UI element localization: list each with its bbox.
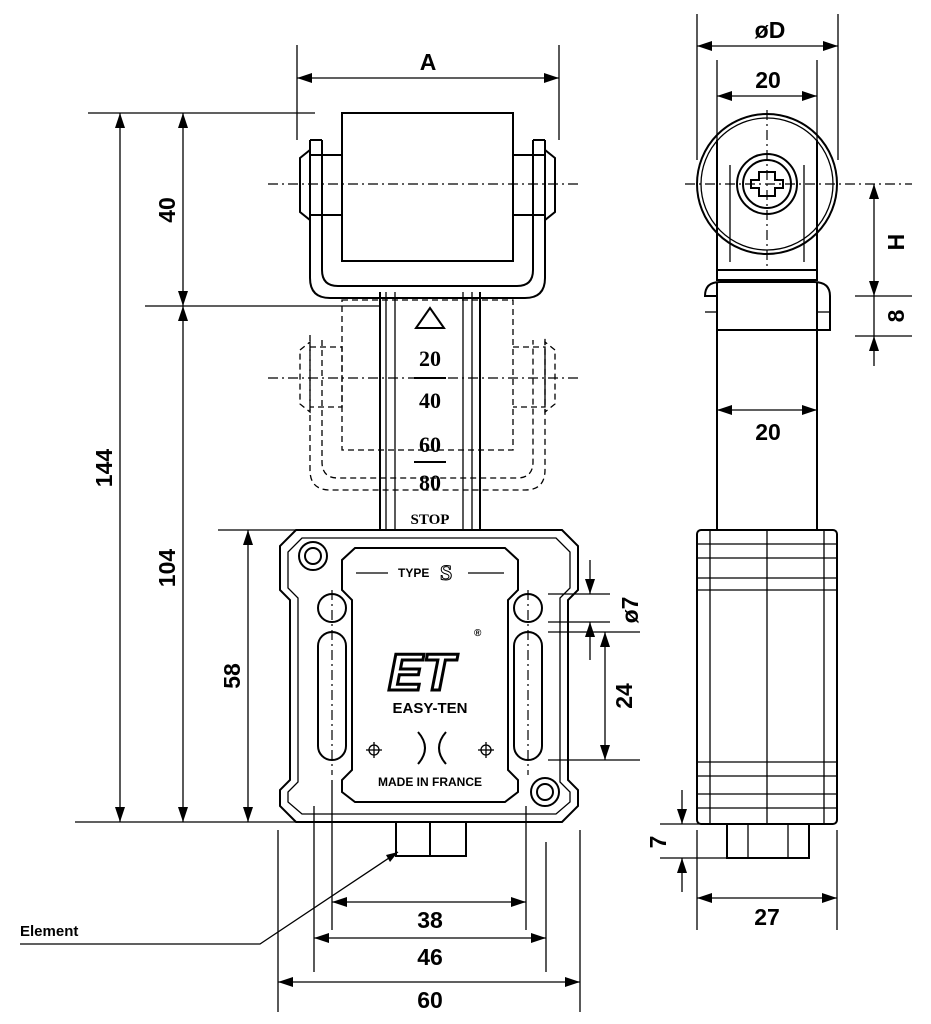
registered-mark: ® — [474, 628, 482, 639]
svg-text:104: 104 — [154, 549, 180, 588]
svg-text:24: 24 — [611, 683, 637, 709]
center-symbol-icon — [417, 731, 447, 765]
svg-text:20: 20 — [755, 419, 781, 445]
svg-text:A: A — [420, 49, 437, 75]
dim-27: 27 — [696, 830, 838, 930]
svg-text:øD: øD — [755, 17, 786, 43]
dim-38: 38 — [332, 897, 526, 933]
dim-58: 58 — [219, 530, 253, 822]
switch-body: TYPE S ET ® EASY-TEN MADE IN FRANCE — [279, 529, 579, 823]
corner-screw-bottom-right — [530, 777, 560, 807]
dim-oD: øD — [696, 14, 839, 160]
type-letter: S — [440, 560, 452, 585]
svg-text:46: 46 — [417, 944, 443, 970]
dim-144: 144 — [91, 113, 125, 822]
dim-104: 104 — [154, 306, 188, 822]
element-leader — [20, 851, 399, 945]
brand-name: EASY-TEN — [392, 700, 467, 717]
dim-A: A — [296, 45, 560, 140]
svg-text:20: 20 — [755, 67, 781, 93]
roller-bracket — [309, 139, 546, 299]
dim-24: 24 — [548, 631, 640, 761]
element-connector — [395, 821, 467, 857]
stroke-scale: 20 40 60 80 STOP — [411, 306, 450, 528]
type-label: TYPE — [398, 566, 429, 580]
scale-80: 80 — [419, 470, 441, 495]
dim-20-top: 20 — [716, 60, 818, 140]
triangle-marker-icon — [414, 306, 446, 329]
svg-text:60: 60 — [417, 987, 443, 1013]
front-view: 20 40 60 80 STOP — [20, 45, 643, 1013]
svg-text:144: 144 — [91, 449, 117, 488]
scale-60: 60 — [419, 432, 441, 457]
right-hub — [513, 147, 556, 223]
dim-20-side: 20 — [717, 405, 817, 445]
scale-stop: STOP — [411, 512, 450, 528]
svg-text:58: 58 — [219, 663, 245, 689]
svg-text:ø7: ø7 — [617, 597, 643, 624]
dim-60: 60 — [278, 977, 580, 1013]
side-view: øD 20 H 8 2 — [645, 14, 912, 930]
svg-text:40: 40 — [154, 197, 180, 223]
element-connector-side — [726, 823, 810, 859]
element-label: Element — [20, 923, 78, 940]
svg-text:38: 38 — [417, 907, 443, 933]
left-hub — [299, 147, 343, 223]
svg-text:27: 27 — [754, 904, 780, 930]
scale-20: 20 — [419, 346, 441, 371]
dim-40: 40 — [154, 113, 188, 306]
logo-et: ET — [388, 644, 459, 702]
phillips-cross-icon — [750, 171, 784, 197]
dim-H: H — [855, 184, 912, 297]
roller — [341, 112, 514, 262]
dim-7: 7 — [645, 790, 727, 892]
svg-text:7: 7 — [645, 836, 671, 849]
dim-d7: ø7 — [548, 560, 643, 660]
scale-40: 40 — [419, 388, 441, 413]
made-in-label: MADE IN FRANCE — [378, 775, 482, 789]
svg-text:H: H — [883, 234, 909, 251]
corner-screw-top-left — [298, 541, 328, 571]
dim-46: 46 — [314, 933, 546, 970]
switch-body-side — [696, 529, 838, 825]
svg-text:8: 8 — [883, 309, 909, 322]
dim-8: 8 — [855, 296, 912, 366]
